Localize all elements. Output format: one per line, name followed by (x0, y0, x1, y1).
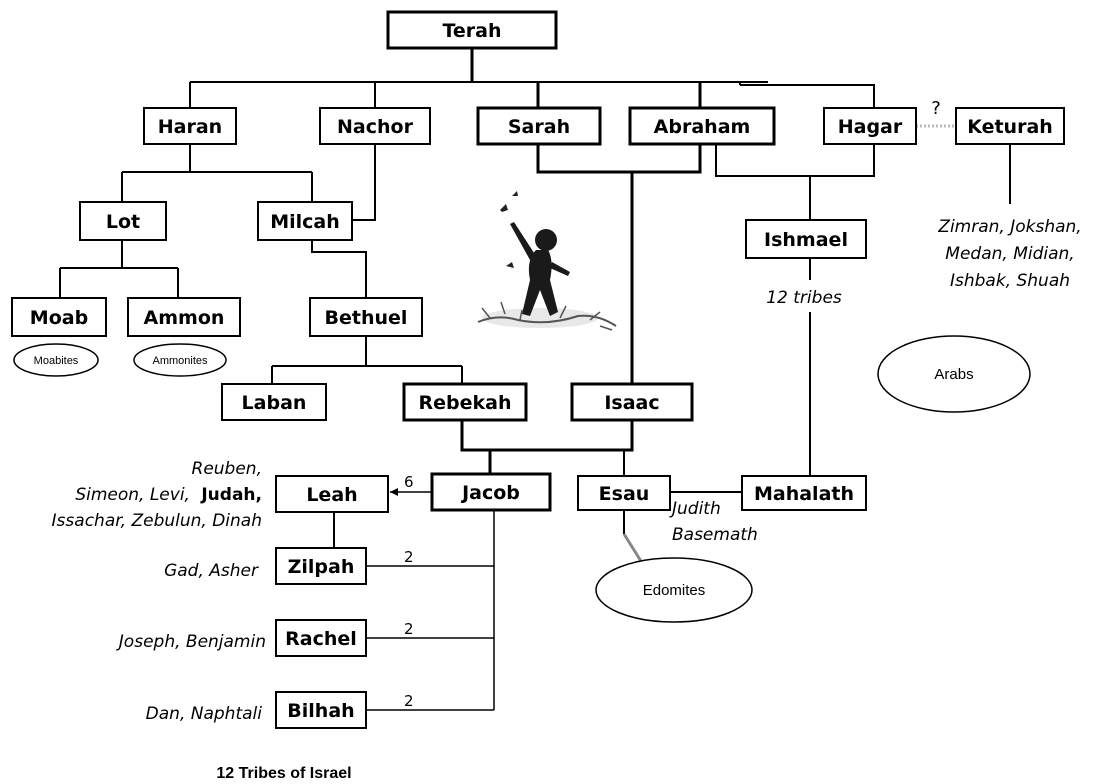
person-rebekah: Rebekah (402, 382, 528, 422)
name-mahalath: Mahalath (754, 483, 854, 505)
label-ammonites: Ammonites (152, 355, 208, 367)
name-zilpah: Zilpah (288, 556, 355, 578)
person-terah: Terah (386, 10, 558, 50)
label-moabites: Moabites (34, 355, 79, 367)
keturah-children-line-2: Medan, Midian, (945, 244, 1074, 264)
name-sarah: Sarah (508, 116, 570, 138)
count-zilpah: 2 (404, 548, 414, 566)
name-rebekah: Rebekah (419, 392, 512, 414)
name-terah: Terah (442, 20, 501, 42)
person-rachel: Rachel (275, 619, 367, 657)
name-bilhah: Bilhah (287, 700, 354, 722)
name-jacob: Jacob (460, 482, 520, 504)
people-edomites: Edomites (595, 557, 753, 623)
ishmael-tribes-note: 12 tribes (766, 288, 842, 308)
esau-wife-basemath: Basemath (672, 525, 758, 545)
name-hagar: Hagar (838, 116, 903, 138)
person-haran: Haran (143, 107, 237, 145)
person-leah: Leah (275, 475, 389, 513)
zilpah-children: Gad, Asher (164, 561, 259, 581)
person-laban: Laban (221, 383, 327, 421)
rachel-children: Joseph, Benjamin (116, 632, 266, 652)
name-nachor: Nachor (337, 116, 414, 138)
child-silhouette-illustration (477, 191, 617, 331)
keturah-children-line-3: Ishbak, Shuah (950, 271, 1070, 291)
label-arabs: Arabs (934, 366, 973, 383)
person-jacob: Jacob (430, 472, 552, 512)
person-sarah: Sarah (476, 106, 602, 146)
person-esau: Esau (577, 475, 671, 511)
uncertain-relation-mark: ? (931, 98, 941, 119)
esau-wife-judith: Judith (669, 499, 721, 519)
count-leah: 6 (404, 473, 414, 491)
name-abraham: Abraham (654, 116, 751, 138)
person-bilhah: Bilhah (275, 691, 367, 729)
count-bilhah: 2 (404, 692, 414, 710)
person-bethuel: Bethuel (309, 297, 423, 337)
leah-children-judah: Judah, (200, 485, 262, 505)
person-isaac: Isaac (570, 382, 694, 422)
person-hagar: Hagar (823, 107, 917, 145)
bilhah-children: Dan, Naphtali (146, 704, 263, 724)
name-laban: Laban (242, 392, 307, 414)
people-arabs: Arabs (877, 335, 1031, 413)
keturah-children-line-1: Zimran, Jokshan, (937, 217, 1081, 237)
name-lot: Lot (106, 211, 140, 233)
name-milcah: Milcah (270, 211, 340, 233)
leah-children-line-2: Simeon, Levi, Judah, (75, 485, 262, 505)
name-esau: Esau (599, 483, 650, 505)
name-rachel: Rachel (285, 628, 357, 650)
connector-lines (59, 47, 1011, 711)
name-leah: Leah (306, 484, 357, 506)
person-zilpah: Zilpah (275, 547, 367, 585)
leah-children-line-3: Issachar, Zebulun, Dinah (52, 511, 262, 531)
person-ammon: Ammon (127, 297, 241, 337)
person-nachor: Nachor (319, 107, 431, 145)
person-abraham: Abraham (628, 106, 776, 146)
person-keturah: Keturah (955, 107, 1065, 145)
person-mahalath: Mahalath (741, 475, 867, 511)
people-moabites: Moabites (13, 343, 99, 377)
name-moab: Moab (30, 307, 88, 329)
name-ammon: Ammon (144, 307, 225, 329)
person-milcah: Milcah (257, 201, 353, 241)
name-bethuel: Bethuel (325, 307, 408, 329)
person-lot: Lot (79, 201, 167, 241)
name-isaac: Isaac (604, 392, 659, 414)
leah-children-line-2-a: Simeon, Levi, (75, 485, 190, 505)
name-haran: Haran (158, 116, 222, 138)
diagram-caption: 12 Tribes of Israel (216, 765, 351, 782)
leah-children-line-1: Reuben, (192, 459, 262, 479)
people-ammonites: Ammonites (133, 343, 227, 377)
person-moab: Moab (11, 297, 107, 337)
name-ishmael: Ishmael (764, 229, 848, 251)
person-ishmael: Ishmael (745, 219, 867, 259)
label-edomites: Edomites (643, 582, 706, 599)
name-keturah: Keturah (967, 116, 1053, 138)
count-rachel: 2 (404, 620, 414, 638)
